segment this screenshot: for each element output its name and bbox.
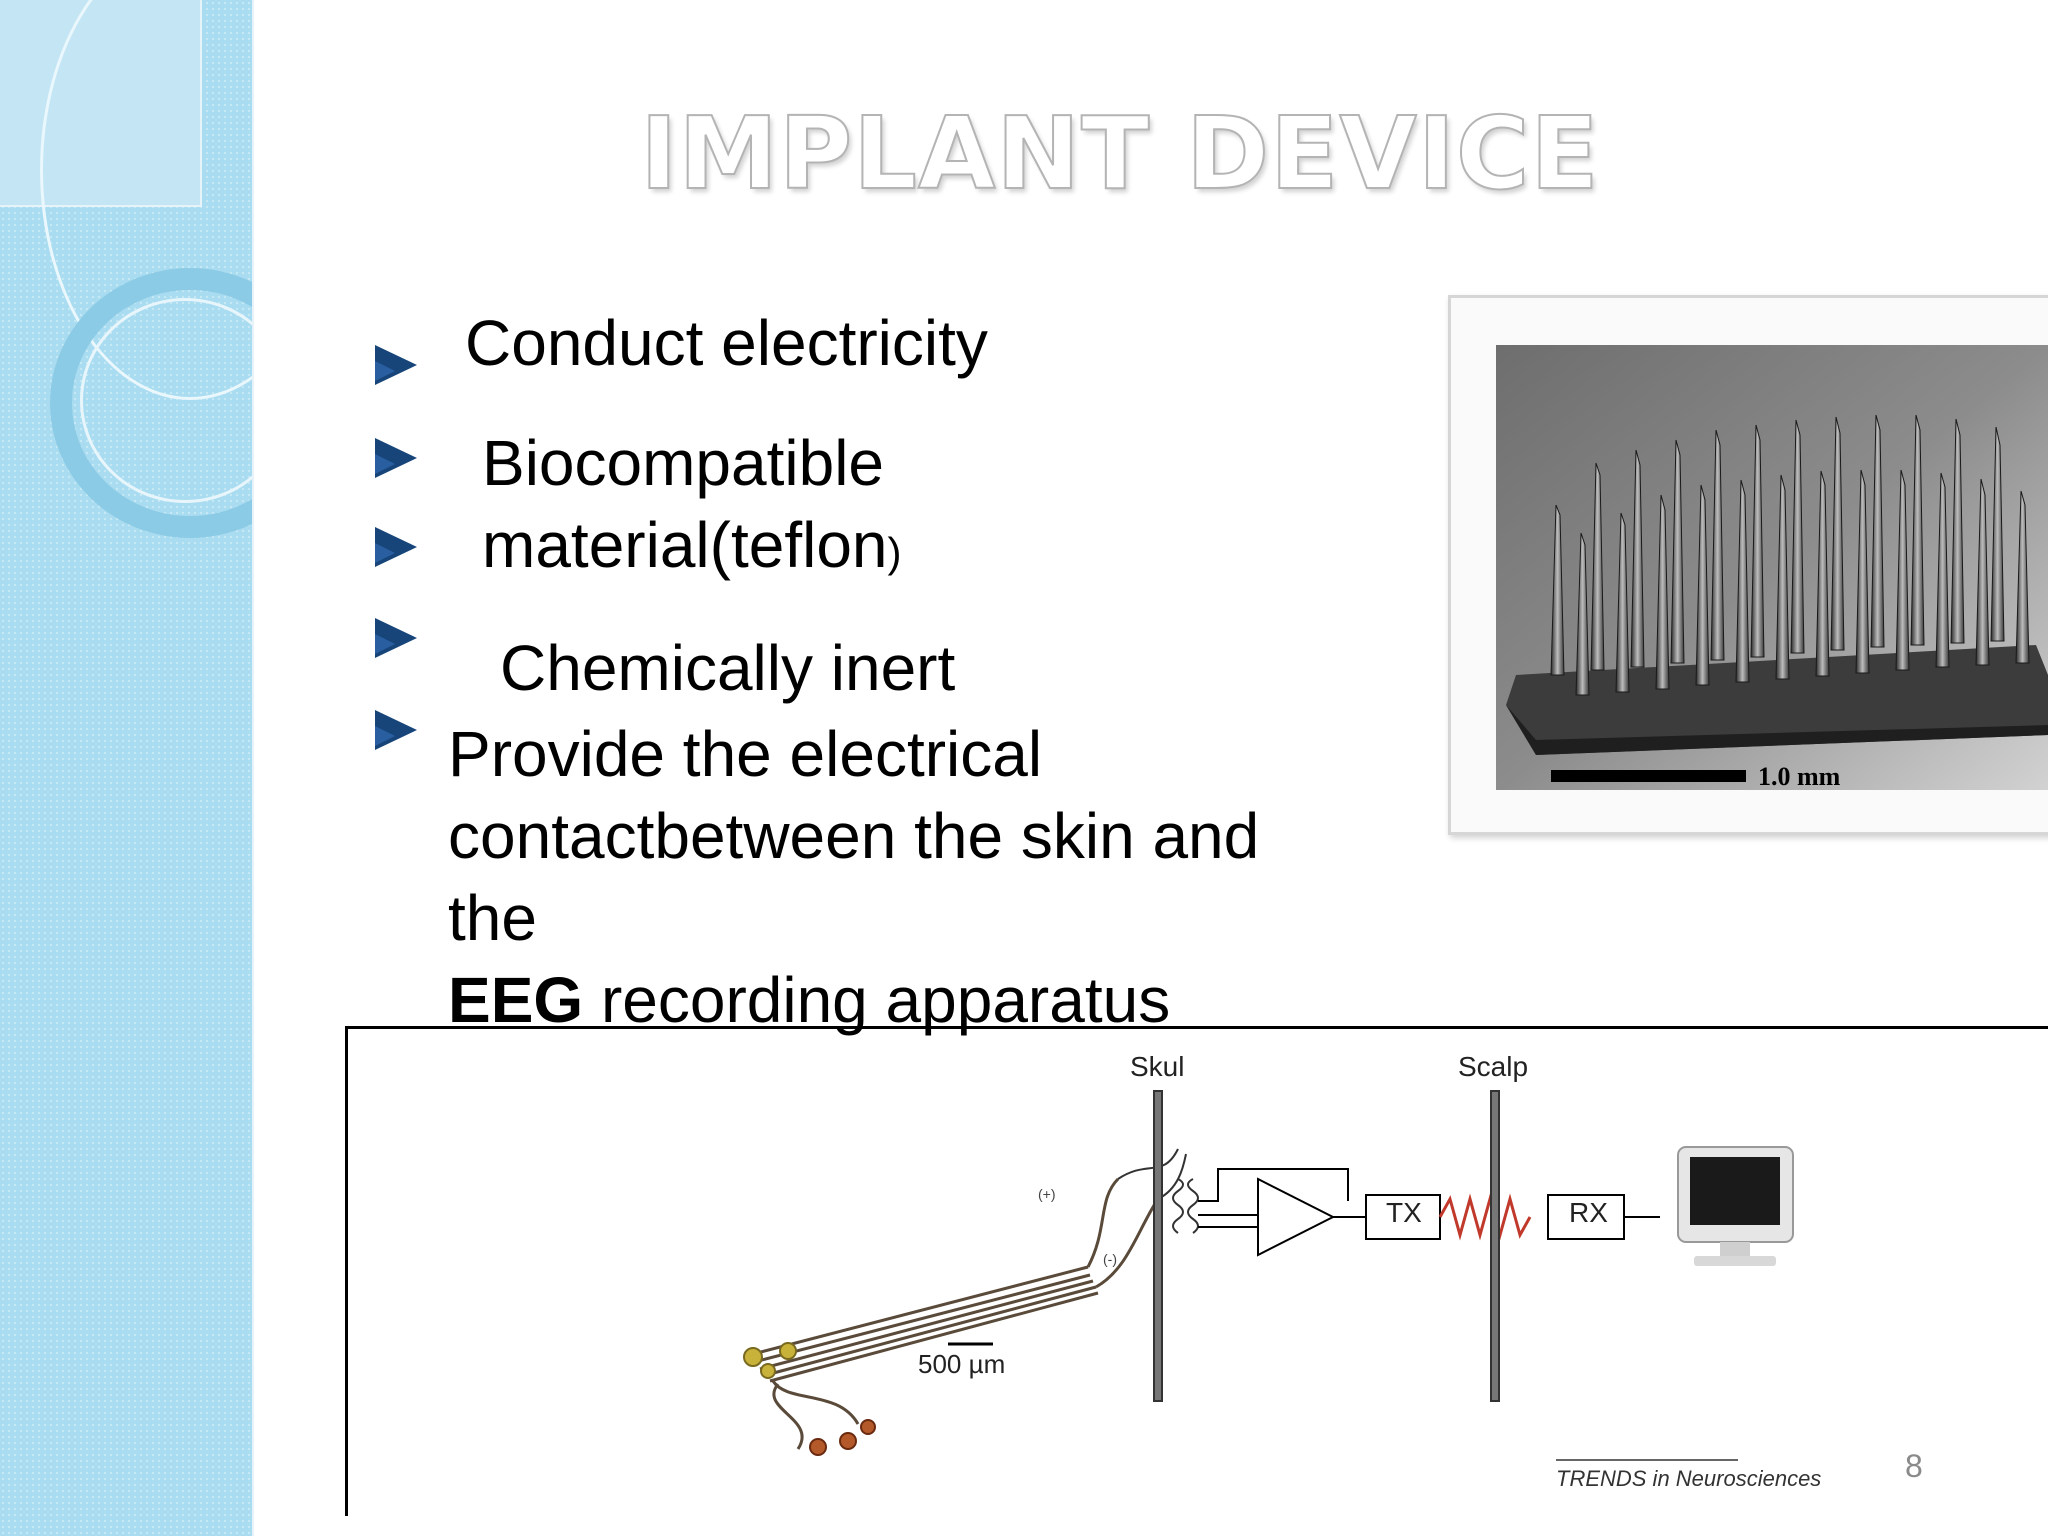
scalp-label: Scalp [1458,1051,1529,1082]
bullet-arrow-icon [375,438,417,478]
closing-paren: ) [887,529,902,576]
schematic-drawing: (+) (-) [743,1090,1794,1461]
microelectrode-array-photo: 1.0 mm [1496,345,2048,790]
bullet-arrow-icon [375,345,417,385]
plus-label: (+) [1038,1186,1056,1202]
tx-label: TX [1386,1197,1422,1228]
bullet-provide-line4: EEG recording apparatus [448,959,1170,1041]
bullet-material-teflon: material(teflon) [482,504,902,594]
minus-label: (-) [1103,1251,1117,1267]
recording-apparatus: recording apparatus [583,964,1171,1036]
bullet-provide-line3: the [448,882,537,954]
micron-scale-label: 500 µm [918,1349,1006,1379]
page-number: 8 [1905,1448,1923,1484]
source-credit: TRENDS in Neurosciences [1556,1466,1822,1491]
bullet-provide-line2: contactbetween the skin and [448,800,1260,872]
photo-scale-label: 1.0 mm [1758,762,1841,790]
rx-label: RX [1569,1197,1608,1228]
computer-icon [1677,1146,1794,1266]
electrode-array-image: 1.0 mm [1496,345,2048,790]
bullet-biocompatible: Biocompatible [482,427,884,499]
material-text: material(teflon [482,509,888,581]
slide-title: IMPLANT DEVICE [639,94,1600,213]
bullet-arrow-icon [375,618,417,658]
bullet-arrow-icon [375,710,417,750]
side-decoration-band [0,0,252,1536]
bullet-chemically-inert: Chemically inert [500,632,956,704]
bullet-provide-line1: Provide the electrical [448,718,1043,790]
skull-label: Skul [1130,1051,1185,1082]
band-edge [252,0,254,1536]
bullet-conduct-electricity: Conduct electricity [465,307,988,379]
recording-schematic: (+) (-) Skul Scalp [345,1026,2048,1516]
bullet-arrow-icon [375,527,417,567]
eeg-bold: EEG [448,964,584,1036]
